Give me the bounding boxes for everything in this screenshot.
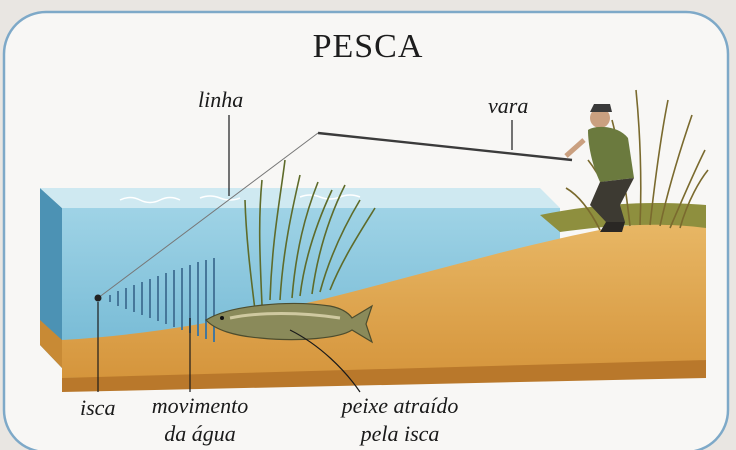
- label-vara: vara: [488, 92, 528, 120]
- label-linha: linha: [198, 86, 243, 114]
- label-peixe-line2: pela isca: [320, 420, 480, 448]
- diagram-title: PESCA: [0, 28, 736, 66]
- label-movimento-line1: movimento: [140, 392, 260, 420]
- label-isca: isca: [80, 394, 115, 422]
- label-movimento-line2: da água: [140, 420, 260, 448]
- label-peixe: peixe atraído pela isca: [320, 392, 480, 448]
- label-peixe-line1: peixe atraído: [320, 392, 480, 420]
- water-surface: [40, 188, 560, 208]
- label-movimento: movimento da água: [140, 392, 260, 448]
- bait-dot: [95, 295, 102, 302]
